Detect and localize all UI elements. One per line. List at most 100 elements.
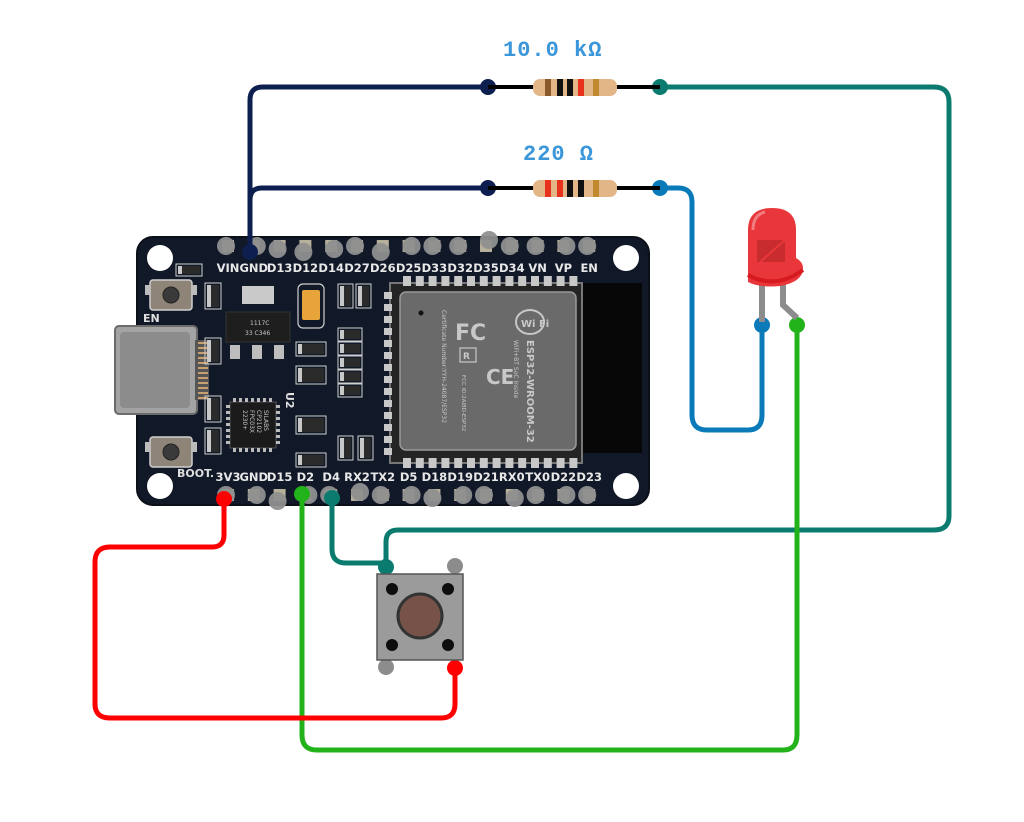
header-pin-d27[interactable]: [346, 237, 364, 255]
pin-label-bottom: RX2: [344, 470, 370, 484]
top-header-pins[interactable]: [217, 231, 597, 261]
castellation: [384, 316, 392, 323]
smd-terminal: [340, 358, 344, 367]
header-pin-d35[interactable]: [480, 231, 498, 249]
pin-label-bottom: D19: [447, 470, 473, 484]
header-pin-rx0[interactable]: [505, 489, 524, 507]
smd-terminal: [207, 430, 211, 452]
en-button[interactable]: [145, 279, 197, 311]
chip-lead: [239, 398, 242, 402]
header-pin-d19[interactable]: [454, 486, 473, 504]
module-cert: Certificate Number:YYH-24087/ESP32: [440, 310, 447, 423]
pin-label-top: D26: [370, 261, 396, 275]
resistor-r1-label: 10.0 kΩ: [503, 38, 602, 63]
chip-lead: [276, 423, 280, 426]
header-pin-vp[interactable]: [557, 237, 576, 255]
led-die-mark: [759, 239, 786, 263]
header-pin-d15[interactable]: [268, 492, 287, 510]
castellation: [384, 448, 392, 455]
smd-terminal: [360, 438, 364, 458]
pin-label-top: VP: [555, 261, 572, 275]
chip-lead: [263, 448, 266, 452]
wire-endpoint[interactable]: [294, 486, 310, 502]
wire-gnd-to-r2[interactable]: [247, 185, 491, 203]
resistor-r2[interactable]: [488, 180, 660, 197]
wire-gnd-to-r1[interactable]: [247, 84, 491, 255]
mount-hole: [147, 473, 173, 499]
castellation: [415, 276, 424, 286]
castellation: [556, 458, 565, 468]
smd-part: [360, 438, 371, 458]
smd-part: [340, 386, 360, 395]
pin-label-top: VN: [528, 261, 547, 275]
castellation: [403, 458, 411, 468]
pin-label-top: D25: [396, 261, 422, 275]
chip-lead: [239, 448, 242, 452]
pin-label-bottom: D23: [576, 470, 602, 484]
wire-d4-to-button[interactable]: [329, 495, 389, 566]
castellation: [441, 276, 450, 286]
castellation: [415, 458, 424, 468]
wire-endpoint[interactable]: [754, 317, 770, 333]
header-pin-d18[interactable]: [423, 489, 442, 507]
smd-part: [298, 418, 324, 432]
chip-lead: [269, 398, 272, 402]
castellation: [556, 276, 565, 286]
smd-part: [298, 368, 324, 382]
tantalum-outline: [297, 283, 325, 329]
chip-text-3: FPC03X: [248, 410, 255, 433]
header-pin-d23[interactable]: [578, 486, 597, 504]
header-pin-gnd[interactable]: [247, 486, 266, 504]
header-pin-en[interactable]: [578, 237, 597, 255]
pin-label-top: EN: [580, 261, 597, 275]
header-pin-d32[interactable]: [449, 237, 468, 255]
pushbutton[interactable]: [376, 558, 464, 675]
usb-pin: [198, 387, 208, 389]
wire-endpoint[interactable]: [216, 491, 232, 507]
usb-pin: [198, 382, 208, 384]
wire-endpoint[interactable]: [242, 244, 258, 260]
wire-d2-to-led[interactable]: [299, 322, 800, 753]
wire-r1-to-button[interactable]: [383, 84, 952, 570]
header-pin-vin[interactable]: [217, 237, 235, 255]
button-cap[interactable]: [396, 592, 444, 640]
resistor-bands: [545, 180, 599, 197]
voltage-regulator: [225, 286, 291, 359]
smd-outline: [337, 355, 363, 370]
header-pin-d14[interactable]: [325, 240, 344, 258]
wire-r2-to-led[interactable]: [657, 185, 765, 433]
wire-endpoint[interactable]: [378, 559, 394, 575]
header-pin-d25[interactable]: [402, 237, 421, 255]
smd-part: [340, 438, 351, 458]
wire-3v3-to-button[interactable]: [92, 496, 458, 721]
castellation: [384, 376, 392, 383]
header-pin-rx2[interactable]: [351, 483, 369, 501]
castellation: [492, 458, 501, 468]
header-pin-d34[interactable]: [500, 237, 519, 255]
wire-endpoint[interactable]: [789, 317, 805, 333]
button-pin[interactable]: [447, 558, 463, 574]
smd-part: [340, 344, 360, 353]
header-pin-d33[interactable]: [423, 237, 442, 255]
button-pin[interactable]: [378, 659, 394, 675]
header-pin-d13[interactable]: [268, 240, 287, 258]
chip-text-2: CP2102: [255, 410, 262, 433]
header-pin-tx2[interactable]: [371, 486, 390, 504]
esp32-board[interactable]: FC R CE Wi Fi ESP32-WROOM-32 WiFi+BT SoC…: [114, 231, 650, 510]
pin-label-bottom: RX0: [499, 470, 525, 484]
red-led[interactable]: [747, 208, 805, 322]
boot-button[interactable]: [145, 436, 197, 468]
wire-endpoint[interactable]: [447, 660, 463, 676]
wire-endpoint[interactable]: [324, 490, 340, 506]
resistor-r1[interactable]: [488, 79, 660, 96]
header-pin-tx0[interactable]: [526, 486, 545, 504]
header-pin-d26[interactable]: [371, 243, 390, 261]
mount-hole: [613, 245, 639, 271]
header-pin-d12[interactable]: [294, 243, 313, 261]
header-pin-d21[interactable]: [475, 486, 493, 504]
header-pin-d22[interactable]: [557, 486, 576, 504]
header-pin-vn[interactable]: [526, 237, 545, 255]
header-pin-d5[interactable]: [402, 486, 421, 504]
pin-label-top: D32: [447, 261, 473, 275]
